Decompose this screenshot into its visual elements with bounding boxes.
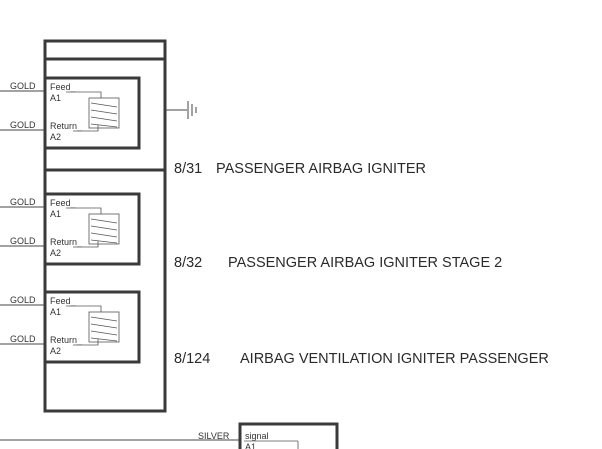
igniter-module-3: GOLD GOLD Feed_ A1 Return_ A2 (0, 290, 141, 364)
component-code: 8/124 (174, 351, 210, 367)
pin-label-signal: signal (245, 431, 269, 441)
component-label-2: 8/32 PASSENGER AIRBAG IGNITER STAGE 2 (174, 255, 502, 271)
pin-label-a2: A2 (50, 346, 61, 356)
wire-color-label: GOLD (10, 334, 36, 344)
pin-label-return: Return_ (50, 237, 83, 247)
pin-label-feed: Feed_ (50, 198, 77, 208)
igniter-module-2: GOLD GOLD Feed_ A1 Return_ A2 (0, 192, 141, 266)
wire-color-label: SILVER (198, 431, 230, 441)
component-code: 8/32 (174, 255, 202, 271)
component-name: PASSENGER AIRBAG IGNITER (216, 161, 426, 177)
igniter-coil-icon (66, 207, 120, 248)
pin-label-a1: A1 (50, 93, 61, 103)
component-name: AIRBAG VENTILATION IGNITER PASSENGER (240, 351, 549, 367)
wire-color-label: GOLD (10, 236, 36, 246)
igniter-coil-icon (66, 305, 120, 346)
pin-label-a1: A1 (50, 307, 61, 317)
pin-label-a1: A1 (50, 209, 61, 219)
component-label-3: 8/124 AIRBAG VENTILATION IGNITER PASSENG… (174, 351, 549, 367)
wire-color-label: GOLD (10, 120, 36, 130)
signal-connector: SILVER signal A1 (0, 422, 339, 449)
igniter-module-1: GOLD GOLD Feed_ A1 Return_ A2 (0, 76, 141, 150)
component-name: PASSENGER AIRBAG IGNITER STAGE 2 (228, 255, 502, 271)
wire-color-label: GOLD (10, 81, 36, 91)
ground-icon (165, 101, 197, 119)
pin-label-a2: A2 (50, 132, 61, 142)
pin-label-feed: Feed_ (50, 296, 77, 306)
component-label-1: 8/31 PASSENGER AIRBAG IGNITER (174, 161, 426, 177)
pin-label-return: Return_ (50, 335, 83, 345)
pin-label-a1: A1 (245, 442, 256, 449)
igniter-coil-icon (66, 91, 120, 132)
pin-label-return: Return_ (50, 121, 83, 131)
pin-label-a2: A2 (50, 248, 61, 258)
component-code: 8/31 (174, 161, 202, 177)
pin-label-feed: Feed_ (50, 82, 77, 92)
component-housing (43, 39, 167, 413)
wire-color-label: GOLD (10, 295, 36, 305)
wire-color-label: GOLD (10, 197, 36, 207)
